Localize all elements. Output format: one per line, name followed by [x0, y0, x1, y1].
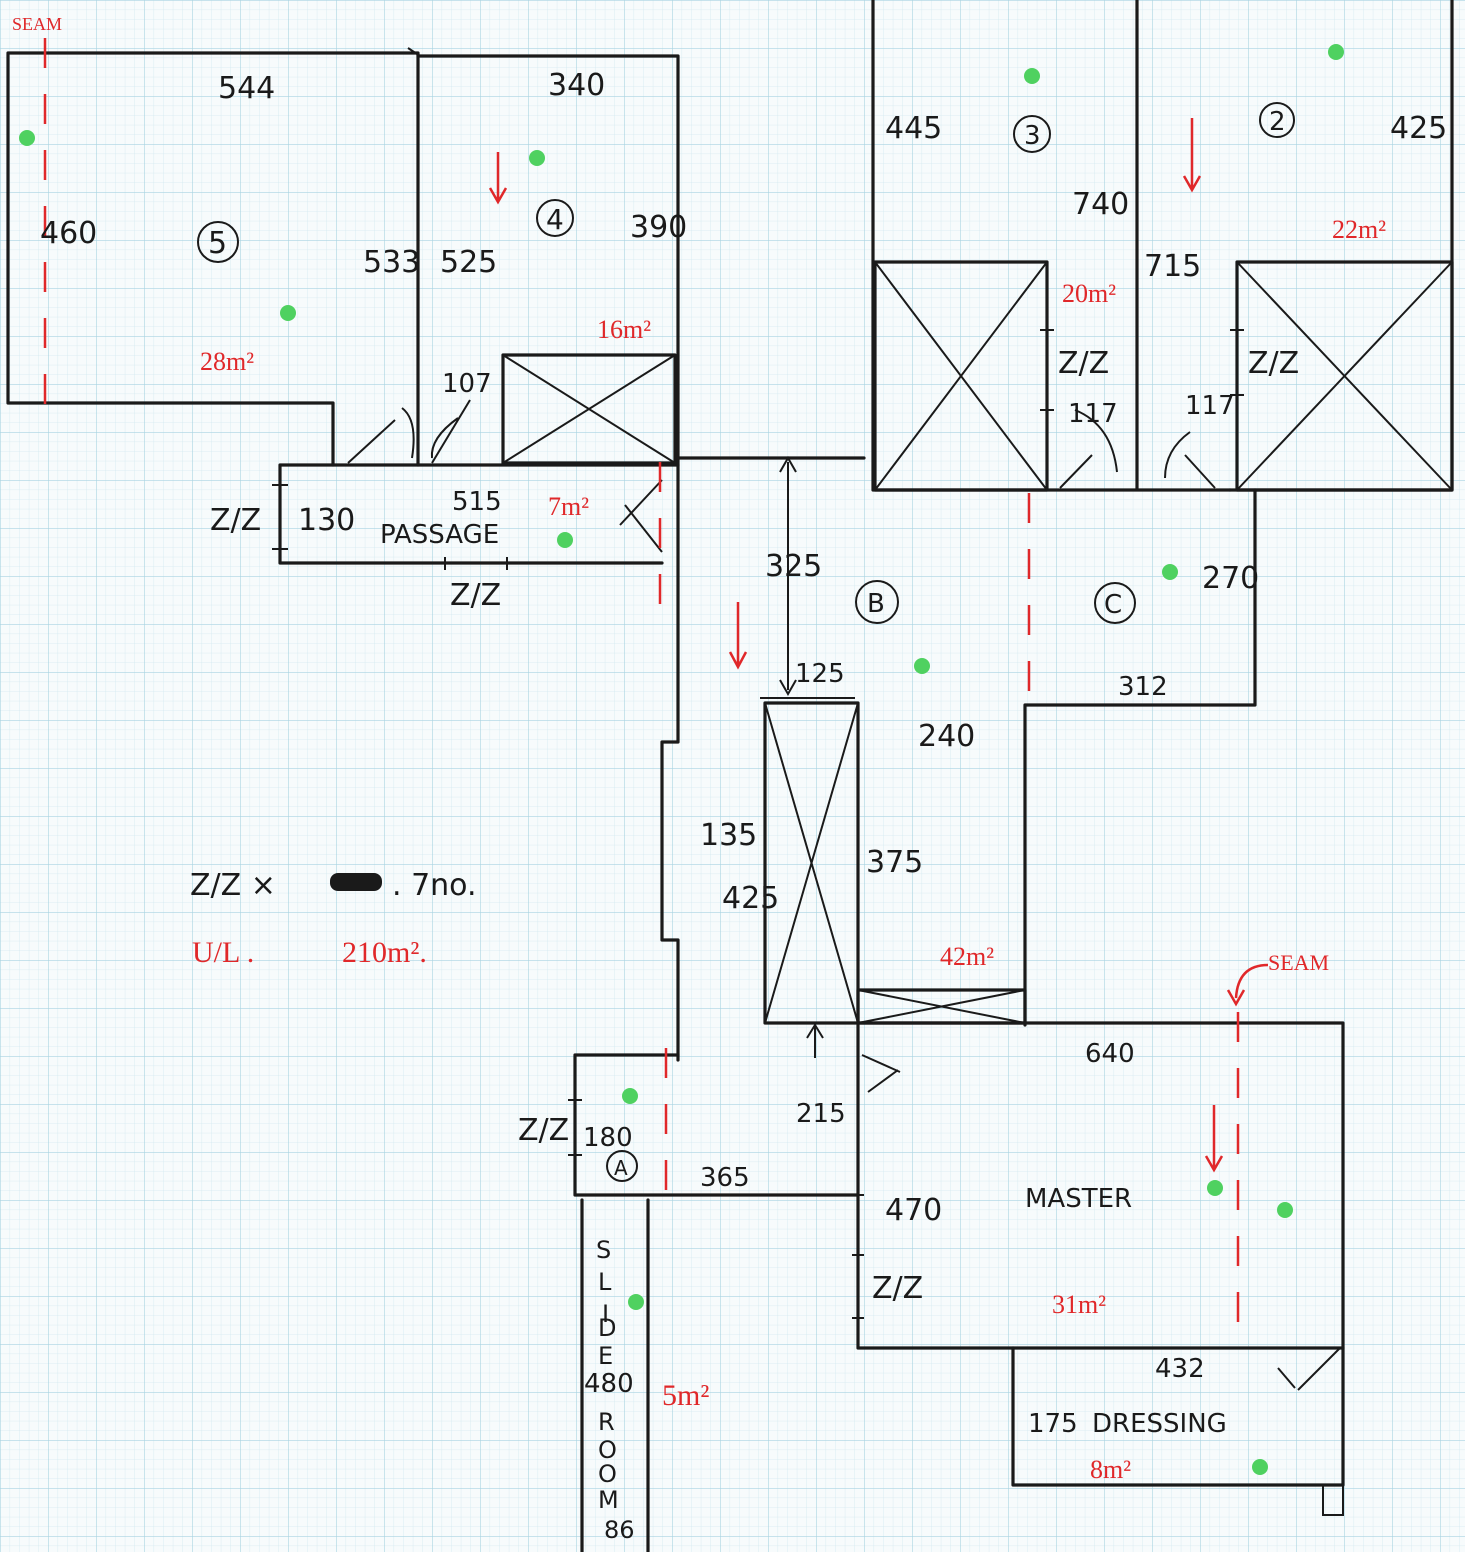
area-a-label: A — [614, 1156, 628, 1180]
area-a-door-dim: 215 — [796, 1099, 846, 1129]
room-4-door-dim: 107 — [442, 369, 492, 399]
room-5-top-dim: 544 — [218, 71, 275, 106]
room-4-left-dim-b: 525 — [440, 245, 497, 280]
walls — [6, 0, 1454, 1552]
area-c-side-dim: 270 — [1202, 561, 1259, 596]
slide-room-length-dim: 480 — [584, 1369, 634, 1399]
corridor-width-dim-1: 240 — [918, 719, 975, 754]
notes-zz-left: Z/Z × — [190, 868, 276, 903]
room-letter-m: M — [598, 1486, 619, 1514]
green-markers — [19, 44, 1344, 1475]
passage-label: PASSAGE — [380, 520, 499, 550]
direction-arrows — [488, 118, 1224, 1173]
area-c-label: C — [1104, 590, 1122, 620]
passage-zz-bottom: Z/Z — [450, 578, 501, 613]
area-a-length-dim: 365 — [700, 1163, 750, 1193]
slide-room-width-dim: 86 — [604, 1516, 635, 1544]
dressing-walls — [1011, 1346, 1345, 1487]
room-5-side-dim: 460 — [40, 216, 97, 251]
notes-ul-label: U/L . — [192, 936, 254, 969]
room-2-area: 22m² — [1332, 215, 1386, 244]
room-4-right-dim: 390 — [630, 210, 687, 245]
door-swings — [347, 399, 1341, 1391]
corridor-west-wall — [660, 456, 866, 1062]
notes-ul-area: 210m². — [342, 936, 427, 969]
area-b-label: B — [867, 589, 885, 619]
room-4-wardrobe — [501, 353, 677, 465]
area-b-length-dim: 325 — [765, 549, 822, 584]
room-4-left-dim-a: 533 — [363, 245, 420, 280]
dressing-area: 8m² — [1090, 1455, 1131, 1484]
room-4-walls — [416, 54, 680, 460]
seam-label-top: SEAM — [12, 14, 62, 34]
passage-zz-left: Z/Z — [210, 503, 261, 538]
area-a-side-dim: 180 — [583, 1123, 633, 1153]
room-5-number: 5 — [208, 226, 227, 261]
master-label: MASTER — [1025, 1184, 1132, 1214]
room-letter-o1: O — [598, 1436, 617, 1464]
dressing-label: DRESSING — [1092, 1409, 1227, 1439]
area-b-short-dim: 125 — [795, 659, 845, 689]
room-letter-o2: O — [598, 1460, 617, 1488]
core-block — [763, 701, 860, 1025]
master-bottom-dim: 432 — [1155, 1354, 1205, 1384]
room-2-wardrobe — [1235, 260, 1454, 492]
slide-room-area: 5m² — [662, 1379, 709, 1412]
corridor-area: 42m² — [940, 942, 994, 971]
notes-scribble — [330, 873, 382, 891]
passage-width-dim: 130 — [298, 503, 355, 538]
room-3-walls — [871, 0, 1232, 492]
slide-letter-e: E — [598, 1342, 613, 1370]
room-2-depth-dim: 715 — [1144, 249, 1201, 284]
room-number-circles — [197, 102, 1295, 1182]
slide-room-walls — [580, 1198, 650, 1552]
master-zz: Z/Z — [872, 1271, 923, 1306]
corridor-height-dim-2: 425 — [722, 881, 779, 916]
master-left-dim: 470 — [885, 1193, 942, 1228]
dressing-side-dim: 175 — [1028, 1409, 1078, 1439]
slide-letter-l: L — [598, 1268, 612, 1296]
slide-letter-i: I — [602, 1300, 609, 1328]
room-2-number: 2 — [1269, 107, 1286, 137]
slide-letter-d: D — [598, 1314, 616, 1342]
room-3-side-dim: 445 — [885, 111, 942, 146]
room-3-door-dim: 117 — [1068, 399, 1118, 429]
seam-label-master: SEAM — [1268, 950, 1329, 975]
area-c-walls — [1023, 488, 1257, 1027]
room-4-top-dim: 340 — [548, 68, 605, 103]
room-3-wardrobe — [873, 260, 1049, 492]
corridor-width-dim-2: 135 — [700, 818, 757, 853]
room-4-area: 16m² — [597, 315, 651, 344]
area-c-bottom-dim: 312 — [1118, 672, 1168, 702]
room-2-door-dim: 117 — [1185, 391, 1235, 421]
corridor-height-dim-1: 375 — [866, 845, 923, 880]
room-5-area: 28m² — [200, 347, 254, 376]
room-2-zz: Z/Z — [1248, 346, 1299, 381]
master-top-dim: 640 — [1085, 1039, 1135, 1069]
area-a-walls — [573, 1053, 860, 1197]
room-3-area: 20m² — [1062, 279, 1116, 308]
seam-lines — [43, 38, 1269, 1348]
room-3-zz: Z/Z — [1058, 346, 1109, 381]
room-2-side-dim: 425 — [1390, 111, 1447, 146]
notes-zz-right: . 7no. — [392, 868, 477, 903]
room-5-walls — [6, 51, 420, 467]
room-4-number: 4 — [546, 203, 564, 236]
room-3-depth-dim: 740 — [1072, 187, 1129, 222]
passage-length-dim: 515 — [452, 487, 502, 517]
area-a-zz: Z/Z — [518, 1113, 569, 1148]
room-letter-r: R — [598, 1408, 615, 1436]
master-area: 31m² — [1052, 1290, 1106, 1319]
passage-area: 7m² — [548, 492, 589, 521]
passage-walls — [278, 463, 680, 565]
room-3-number: 3 — [1024, 121, 1041, 151]
slide-letter-s: S — [596, 1236, 611, 1264]
